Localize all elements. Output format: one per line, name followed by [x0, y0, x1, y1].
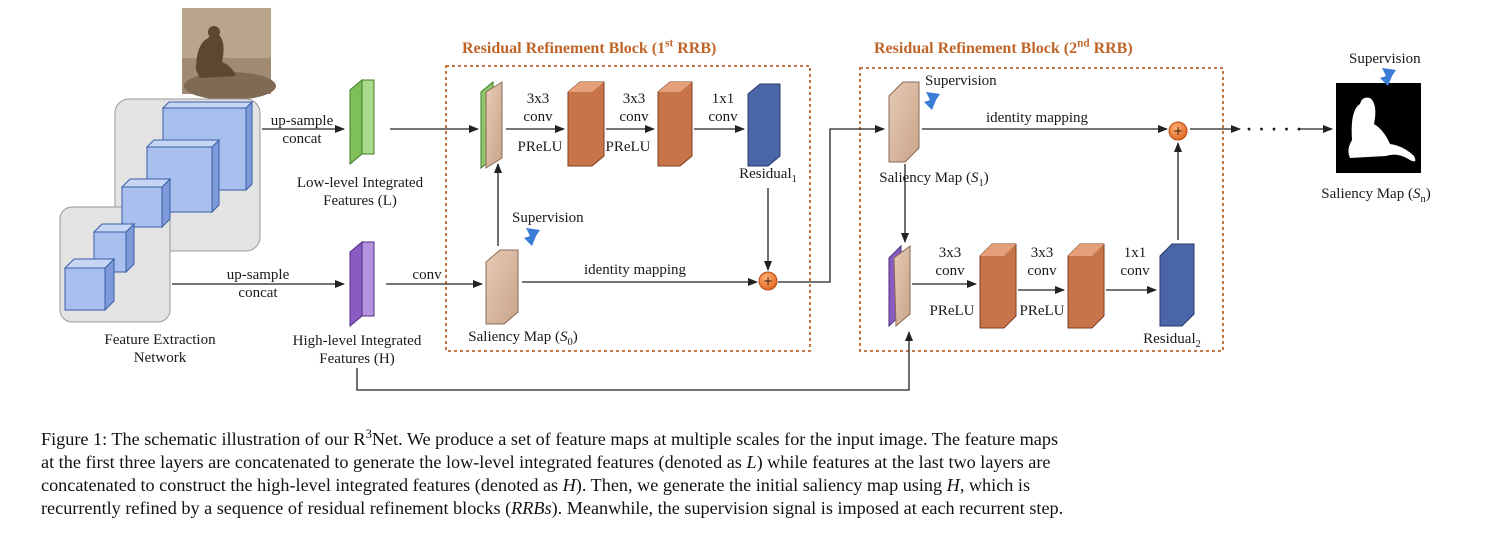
rrb2-title: Residual Refinement Block (2nd RRB)	[874, 37, 1133, 57]
rrb1-prelu-label-1: PReLU	[517, 139, 563, 155]
feature-extraction-network	[59, 98, 261, 323]
rrb1-identity-label: identity mapping	[583, 262, 687, 278]
rrb1-box	[445, 65, 811, 352]
cube-5	[63, 257, 116, 312]
rrb2-conv-block-1	[979, 243, 1017, 329]
dots-continuation: · · · · ·	[1246, 119, 1304, 139]
rrb2-saliency-block	[888, 81, 920, 163]
rrb2-residual-label: Residual2	[1143, 331, 1201, 350]
connections	[172, 125, 1333, 391]
rrb2-plus-icon	[1168, 121, 1188, 141]
svg-text:+: +	[1173, 124, 1183, 138]
rrb2-prelu-label-1: PReLU	[929, 303, 975, 319]
supervision-arrow-icon	[524, 68, 1396, 246]
rrb1-residual-label: Residual1	[739, 166, 797, 185]
caption-line-3: concatenated to construct the high-level…	[41, 475, 1031, 495]
caption-line-1: Figure 1: The schematic illustration of …	[41, 426, 1059, 449]
rrb2-residual-block	[1159, 243, 1195, 327]
rrb2-conv-block-2	[1067, 243, 1105, 329]
rrb2-identity-label: identity mapping	[985, 110, 1089, 126]
rrb2-concat-block	[888, 244, 911, 328]
rrb1-conv-block-1	[567, 81, 605, 167]
cube-3	[120, 177, 172, 229]
rrb1-supervision-label: Supervision	[512, 210, 584, 226]
conv-label: conv	[412, 267, 442, 283]
high-level-feature-block	[349, 240, 375, 328]
rrb1-plus-icon	[758, 271, 778, 291]
rrb1-saliency-block	[485, 249, 519, 325]
rrb1-residual-block	[747, 83, 781, 167]
svg-text:+: +	[763, 274, 773, 288]
rrb2-saliency-label: Saliency Map (S1)	[879, 170, 989, 189]
low-level-feature-block	[349, 78, 375, 166]
caption-line-2: at the first three layers are concatenat…	[41, 452, 1051, 472]
rrb2-box	[859, 67, 1224, 352]
rrb1-saliency-label: Saliency Map (S0)	[468, 329, 578, 348]
final-saliency-label: Saliency Map (Sn)	[1321, 186, 1431, 205]
rrb2-supervision-label: Supervision	[925, 73, 997, 89]
saliency-mask	[1336, 83, 1421, 173]
caption-line-4: recurrently refined by a sequence of res…	[41, 498, 1064, 518]
rrb2-prelu-label-2: PReLU	[1019, 303, 1065, 319]
rrb1-prelu-label-2: PReLU	[605, 139, 651, 155]
rrb1-title: Residual Refinement Block (1st RRB)	[462, 37, 717, 57]
figure-caption: Figure 1: The schematic illustration of …	[41, 428, 1461, 520]
squirrel-photo	[182, 8, 276, 100]
architecture-diagram: + +	[59, 8, 1421, 391]
rrb1-conv-block-2	[657, 81, 693, 167]
final-supervision-label: Supervision	[1349, 51, 1421, 67]
rrb1-concat-block	[480, 80, 503, 170]
